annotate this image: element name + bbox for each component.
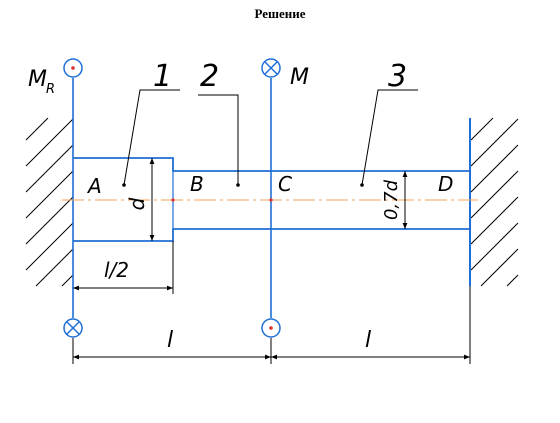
- left-bottom-moment-symbol: [63, 318, 83, 338]
- length-dimensions: [72, 286, 471, 364]
- label-point-c: C: [278, 172, 292, 196]
- label-point-b: B: [190, 172, 204, 196]
- label-length-left: l: [167, 328, 173, 353]
- left-wall-hatch: [25, 117, 74, 287]
- reaction-moment-symbol: [63, 58, 83, 78]
- section-c-bottom-moment-symbol: [261, 318, 281, 338]
- half-length-dimension: [73, 241, 174, 294]
- label-part-2: 2: [200, 59, 219, 94]
- label-diameter: d: [125, 197, 149, 210]
- label-length-right: l: [365, 328, 371, 353]
- right-wall-hatch: [470, 117, 519, 287]
- leader-dot-2: [236, 183, 240, 187]
- label-point-d: D: [438, 172, 453, 196]
- label-moment-reaction-sub: R: [46, 82, 55, 97]
- axis-point-c: [269, 198, 273, 202]
- label-half-length: l/2: [104, 258, 129, 282]
- page-title: Решение: [254, 6, 306, 21]
- shaft-outline: [73, 157, 470, 242]
- label-part-1: 1: [153, 59, 172, 94]
- applied-moment-symbol: [261, 58, 281, 78]
- leader-dot-3: [360, 183, 364, 187]
- label-point-a: A: [86, 174, 102, 198]
- label-moment: M: [290, 65, 309, 90]
- part-leaders: [123, 89, 418, 186]
- axis-point-b: [171, 198, 175, 202]
- label-moment-reaction: M: [28, 67, 47, 92]
- label-part-3: 3: [388, 59, 407, 94]
- label-reduced-diameter: 0,7d: [381, 179, 402, 220]
- leader-dot-1: [122, 183, 126, 187]
